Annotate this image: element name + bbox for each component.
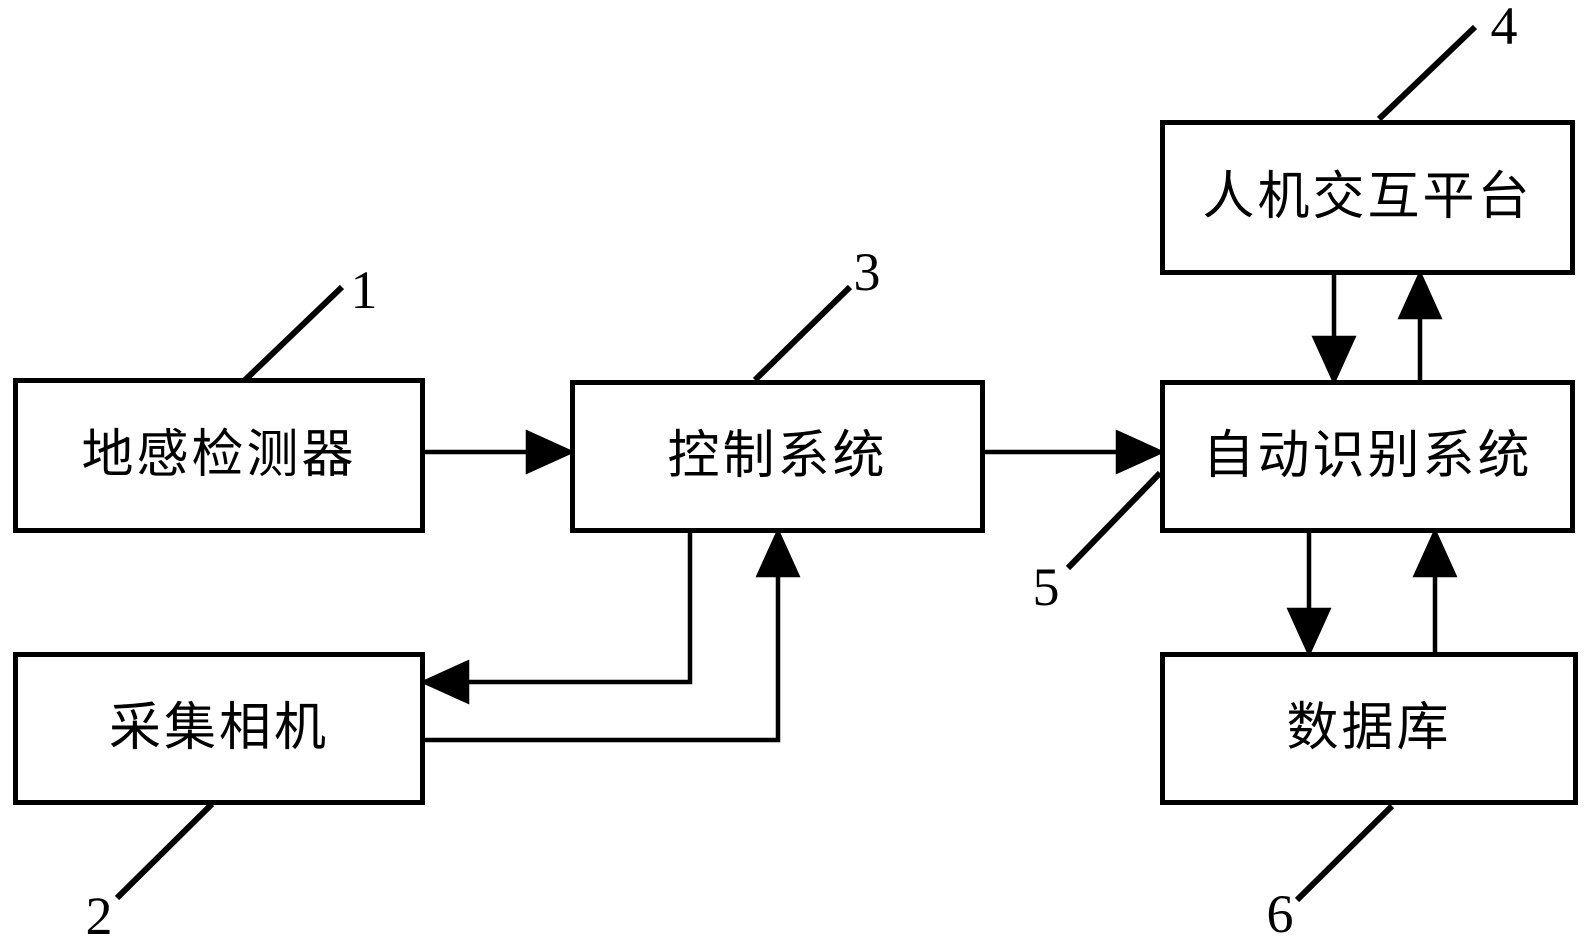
box-ground-sensor-label: 地感检测器: [81, 430, 356, 482]
ref-label-capture-camera: 2: [86, 889, 113, 943]
leader-line-3: [755, 287, 850, 380]
ref-label-auto-recognition: 5: [1033, 560, 1060, 614]
arrow-recognition-to-hmi: [1401, 275, 1439, 380]
ref-label-hmi-platform: 4: [1491, 0, 1518, 53]
ref-label-database: 6: [1267, 887, 1294, 941]
box-auto-recognition-label: 自动识别系统: [1202, 431, 1532, 483]
box-database-label: 数据库: [1286, 703, 1451, 755]
leader-line-2: [117, 804, 212, 898]
arrow-control-to-recognition: [985, 433, 1160, 471]
box-auto-recognition: 自动识别系统: [1160, 380, 1575, 533]
leader-line-5: [1068, 473, 1160, 568]
arrow-control-to-camera: [425, 533, 690, 701]
arrow-recognition-to-database: [1290, 533, 1328, 652]
box-control-system-label: 控制系统: [667, 431, 887, 483]
arrow-hmi-to-recognition: [1315, 275, 1353, 380]
box-capture-camera: 采集相机: [13, 652, 425, 805]
leader-line-6: [1297, 806, 1392, 900]
leader-line-4: [1379, 27, 1475, 119]
box-hmi-platform-label: 人机交互平台: [1202, 172, 1532, 224]
box-control-system: 控制系统: [570, 380, 985, 533]
arrow-sensor-to-control: [425, 433, 570, 471]
ref-label-ground-sensor: 1: [351, 263, 378, 317]
arrow-database-to-recognition: [1416, 533, 1454, 652]
box-capture-camera-label: 采集相机: [109, 703, 329, 755]
arrow-camera-to-control: [425, 533, 797, 740]
ref-label-control-system: 3: [854, 245, 881, 299]
box-database: 数据库: [1160, 652, 1578, 805]
leader-line-1: [245, 287, 342, 380]
box-hmi-platform: 人机交互平台: [1160, 120, 1575, 275]
box-ground-sensor: 地感检测器: [13, 378, 425, 533]
